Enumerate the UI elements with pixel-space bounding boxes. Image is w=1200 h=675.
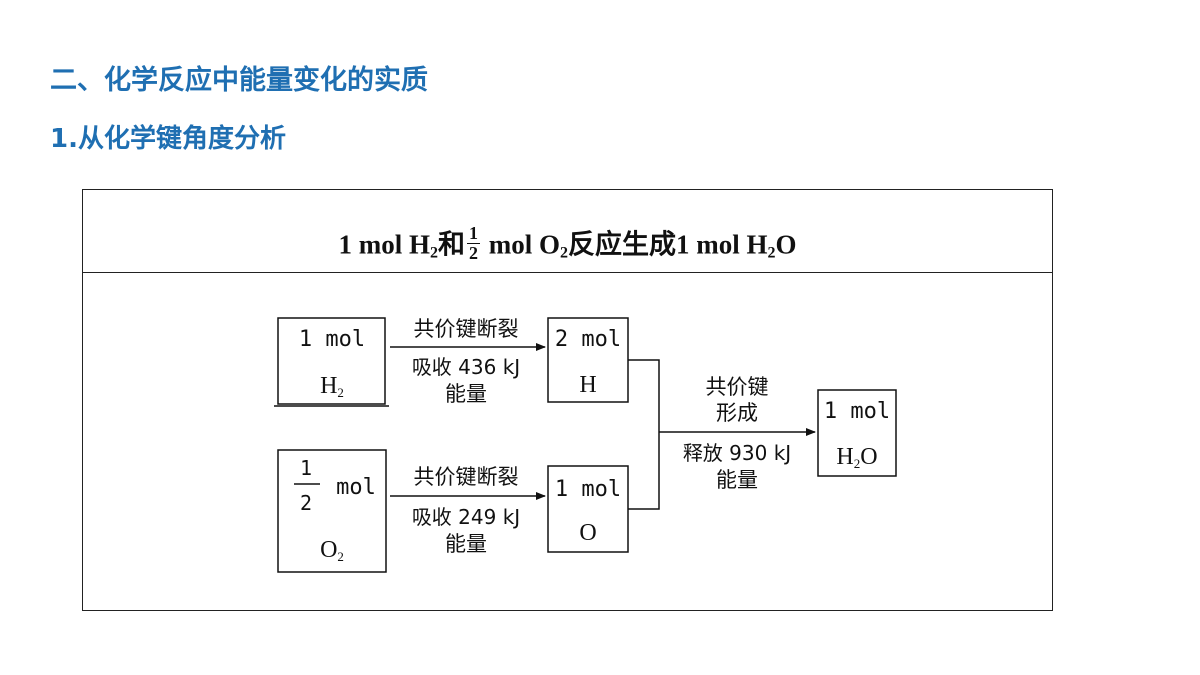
o2-box: 1 2 mol O2 [277,449,387,573]
arrow1-label-top: 共价键断裂 [414,317,519,341]
h2-formula: H2 [320,373,344,400]
h2o-amount: 1 mol [824,399,890,424]
arrow1-label-bottom: 能量 [445,382,487,406]
h2o-formula: H2O [836,444,877,471]
arrow2-label-mid: 吸收 249 kJ [412,505,520,529]
h2-amount: 1 mol [299,327,365,352]
sub-heading: 1.从化学键角度分析 [50,124,286,154]
arrow3-label-top2: 形成 [716,401,758,425]
arrow-h2-dissociation: 共价键断裂 吸收 436 kJ 能量 [390,317,546,406]
arrow2-label-bottom: 能量 [445,532,487,556]
h2o-box: 1 mol H2O [817,389,897,477]
arrow-bond-formation: 共价键 形成 释放 930 kJ 能量 [659,375,816,492]
arrow-o2-dissociation: 共价键断裂 吸收 249 kJ 能量 [390,465,546,556]
o-atoms-amount: 1 mol [555,477,621,502]
section-heading: 二、化学反应中能量变化的实质 [50,65,428,96]
arrow3-label-mid: 释放 930 kJ [683,441,791,465]
o2-frac-den: 2 [300,491,312,515]
o-atoms-box: 1 mol O [547,465,629,553]
h-atoms-formula: H [579,372,596,398]
h-atoms-box: 2 mol H [547,317,629,403]
merge-bracket [628,359,660,510]
h2-box: 1 mol H2 [274,317,389,407]
arrow1-label-mid: 吸收 436 kJ [412,355,520,379]
arrow3-label-top1: 共价键 [706,375,769,399]
o2-unit: mol [336,475,376,500]
arrow2-label-top: 共价键断裂 [414,465,519,489]
h-atoms-amount: 2 mol [555,327,621,352]
arrow3-label-bottom: 能量 [716,468,758,492]
o-atoms-formula: O [579,520,596,546]
o2-formula: O2 [320,537,344,564]
o2-frac-num: 1 [300,456,312,480]
